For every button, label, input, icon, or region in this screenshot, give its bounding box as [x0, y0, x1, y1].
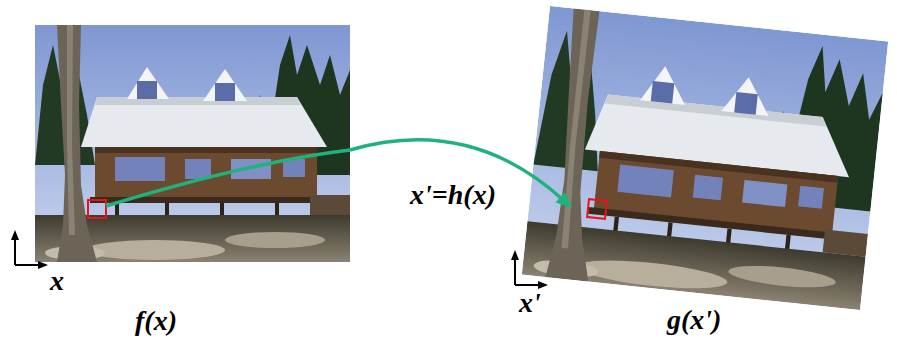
mapping-label: x'=h(x)	[410, 180, 496, 211]
image-panel: g(x')	[572, 8, 882, 342]
axis-label: x	[50, 266, 64, 297]
image-caption: g(x')	[667, 305, 721, 336]
axis-label: x'	[519, 288, 541, 319]
image-caption: f(x)	[135, 306, 177, 337]
image-panel: f(x)	[35, 25, 350, 339]
